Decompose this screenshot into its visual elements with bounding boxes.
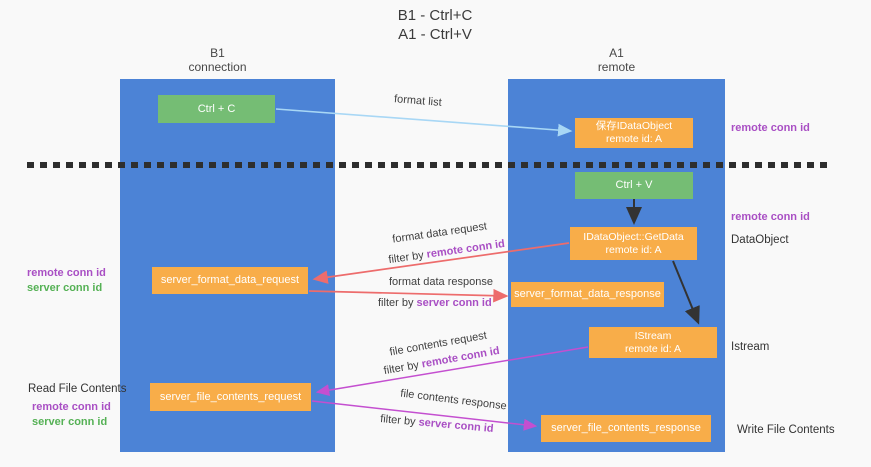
- node-ctrl-v: Ctrl + V: [575, 172, 693, 199]
- save-idataobject-line1: 保存IDataObject: [595, 120, 673, 132]
- server-format-data-response-label: server_format_data_response: [514, 288, 661, 300]
- filter-key-server-conn-id: server conn id: [416, 297, 492, 309]
- label-conn-ids-mid-left: remote conn id server conn id: [27, 266, 106, 296]
- node-server-format-data-request: server_format_data_request: [152, 267, 308, 294]
- label-server-conn-id-bottom-left: server conn id: [32, 416, 108, 428]
- filter-prefix: filter by: [379, 413, 420, 429]
- filter-prefix: filter by: [387, 248, 428, 267]
- getdata-line1: IDataObject::GetData: [583, 230, 684, 243]
- label-istream: Istream: [731, 341, 770, 353]
- edge-label-format-data-response: format data response: [389, 276, 493, 288]
- lane-header-b1: B1 connection: [120, 46, 315, 74]
- node-server-file-contents-request: server_file_contents_request: [150, 383, 311, 411]
- server-format-data-request-label: server_format_data_request: [160, 274, 300, 286]
- label-remote-conn-id-bottom-left: remote conn id: [32, 401, 111, 413]
- lane-header-a1: A1 remote: [508, 46, 725, 74]
- edge-label-file-contents-response: file contents response: [399, 387, 508, 413]
- server-file-contents-response-label: server_file_contents_response: [551, 422, 701, 434]
- lane-b1-subtitle: connection: [188, 60, 247, 74]
- label-remote-conn-id-top-right: remote conn id: [731, 122, 810, 134]
- istream-line2: remote id: A: [624, 342, 682, 355]
- label-conn-ids-bottom-left: remote conn id server conn id: [32, 400, 111, 430]
- lane-b1-title: B1: [210, 46, 225, 60]
- diagram-title: B1 - Ctrl+C A1 - Ctrl+V: [300, 6, 570, 44]
- filter-key-remote-conn-id: remote conn id: [425, 237, 506, 261]
- node-ctrl-c: Ctrl + C: [158, 95, 275, 123]
- filter-prefix: filter by: [382, 358, 423, 378]
- filter-prefix: filter by: [378, 297, 417, 309]
- lane-a1-subtitle: remote: [597, 60, 636, 74]
- label-remote-conn-id-mid-right: remote conn id: [731, 211, 810, 223]
- edge-label-format-list: format list: [393, 93, 443, 109]
- filter-key-server-conn-id: server conn id: [418, 416, 495, 435]
- arrow-format-data-response: [308, 288, 509, 303]
- edge-label-filter-server-1: filter by server conn id: [378, 297, 492, 309]
- node-save-idataobject: 保存IDataObject remote id: A: [575, 118, 693, 148]
- ctrl-c-label: Ctrl + C: [197, 102, 236, 115]
- label-write-file-contents: Write File Contents: [737, 424, 835, 436]
- label-server-conn-id-mid-left: server conn id: [27, 282, 103, 294]
- dashed-divider: [27, 162, 831, 168]
- node-server-file-contents-response: server_file_contents_response: [541, 415, 711, 442]
- lane-a1-title: A1: [609, 46, 624, 60]
- server-file-contents-request-label: server_file_contents_request: [159, 390, 302, 403]
- edge-label-filter-server-2: filter by server conn id: [380, 413, 494, 435]
- ctrl-v-label: Ctrl + V: [615, 179, 653, 191]
- node-idataobject-getdata: IDataObject::GetData remote id: A: [570, 227, 697, 260]
- getdata-line2: remote id: A: [605, 243, 662, 256]
- label-dataobject: DataObject: [731, 234, 789, 246]
- node-server-format-data-response: server_format_data_response: [511, 282, 664, 307]
- istream-line1: IStream: [634, 329, 672, 342]
- title-line-2: A1 - Ctrl+V: [398, 26, 472, 43]
- node-istream: IStream remote id: A: [589, 327, 717, 358]
- save-idataobject-line2: remote id: A: [605, 133, 663, 145]
- title-line-1: B1 - Ctrl+C: [397, 7, 473, 24]
- label-remote-conn-id-mid-left: remote conn id: [27, 267, 106, 279]
- label-read-file-contents: Read File Contents: [28, 383, 127, 395]
